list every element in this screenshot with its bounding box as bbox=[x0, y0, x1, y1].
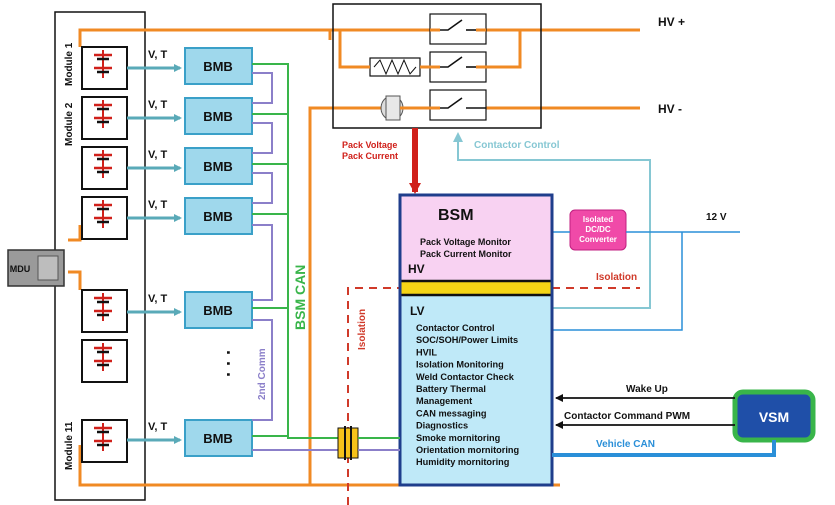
contactor-control-line bbox=[453, 132, 651, 309]
battery-cell-box bbox=[81, 146, 128, 190]
pack-current-label: Pack Current bbox=[342, 151, 398, 161]
pack-voltage-label: Pack Voltage bbox=[342, 140, 397, 150]
can-isolator bbox=[337, 426, 359, 460]
battery-cell-box bbox=[81, 196, 128, 240]
vt-label: V, T bbox=[148, 99, 167, 111]
battery-cell-box bbox=[81, 419, 128, 463]
bsm-lv-function-item: Contactor Control bbox=[416, 323, 495, 333]
bsm-block bbox=[398, 193, 554, 487]
vt-label: V, T bbox=[148, 49, 167, 61]
battery-cell-box bbox=[81, 46, 128, 90]
bmb-box bbox=[184, 291, 253, 329]
bsm-lv-function-item: Management bbox=[416, 396, 472, 406]
bsm-lv-function-item: SOC/SOH/Power Limits bbox=[416, 335, 518, 345]
bsm-lv-function-item: Humidity mornitoring bbox=[416, 457, 509, 467]
bmb-box bbox=[184, 197, 253, 235]
bmb-label: BMB bbox=[203, 109, 233, 124]
bsm-lv-function-item: Diagnostics bbox=[416, 421, 468, 431]
bsm-lv-function-item: CAN messaging bbox=[416, 408, 486, 418]
bmb-box bbox=[184, 147, 253, 185]
bsm-lv-function-item: Smoke mornitoring bbox=[416, 433, 500, 443]
converter-wiring bbox=[552, 231, 740, 331]
vt-label: V, T bbox=[148, 293, 167, 305]
contactor-pwm-label: Contactor Command PWM bbox=[564, 411, 690, 422]
bmb-label: BMB bbox=[203, 209, 233, 224]
converter-line-2: DC/DC bbox=[585, 225, 611, 234]
bsm-hv-line-2: Pack Current Monitor bbox=[420, 249, 512, 259]
bmb-box bbox=[184, 97, 253, 135]
module-label-2: Module 2 bbox=[64, 102, 75, 146]
bsm-hv-line-1: Pack Voltage Monitor bbox=[420, 237, 511, 247]
wake-up-label: Wake Up bbox=[626, 384, 668, 395]
second-comm-label: 2nd Comm bbox=[257, 348, 268, 400]
vsm-signal-lines bbox=[552, 394, 776, 457]
battery-cell-box bbox=[81, 96, 128, 140]
bmb-label: BMB bbox=[203, 431, 233, 446]
bsm-lv-function-item: HVIL bbox=[416, 347, 437, 357]
converter-line-1: Isolated bbox=[583, 215, 613, 224]
bsm-hv-label: HV bbox=[408, 262, 425, 276]
bmb-group: V, T BMB V, T BMB V, T BMB V, T BMB V, T BMB V, T B… bbox=[127, 47, 253, 457]
contactor-control-label: Contactor Control bbox=[474, 140, 560, 151]
bsm-lv-function-item: Isolation Monitoring bbox=[416, 360, 504, 370]
contactor-switches bbox=[440, 19, 486, 109]
module-labels: Module 1 Module 2 Module 11 bbox=[64, 42, 75, 470]
supply-12v-label: 12 V bbox=[706, 212, 727, 223]
isolation-label-horizontal: Isolation bbox=[596, 272, 637, 283]
vt-label: V, T bbox=[148, 149, 167, 161]
module-label-11: Module 11 bbox=[64, 421, 75, 470]
second-comm-bus bbox=[252, 72, 400, 451]
bsm-lv-function-item: Battery Thermal bbox=[416, 384, 486, 394]
module-label-1: Module 1 bbox=[64, 42, 75, 86]
vt-label: V, T bbox=[148, 199, 167, 211]
hv-plus-label: HV + bbox=[658, 15, 685, 29]
vt-label: V, T bbox=[148, 421, 167, 433]
bsm-can-bus bbox=[252, 63, 400, 439]
battery-cell-box bbox=[81, 339, 128, 383]
module-ellipsis-dots: · · · bbox=[218, 350, 238, 378]
bmb-box bbox=[184, 47, 253, 85]
bsm-title: BSM bbox=[438, 207, 474, 224]
hv-minus-label: HV - bbox=[658, 102, 682, 116]
bmb-label: BMB bbox=[203, 159, 233, 174]
bsm-lv-function-item: Orientation mornitoring bbox=[416, 445, 519, 455]
vehicle-can-label: Vehicle CAN bbox=[596, 439, 655, 450]
mdu-label: MDU bbox=[10, 264, 31, 274]
bsm-lv-function-item: Weld Contactor Check bbox=[416, 372, 515, 382]
battery-cell-box bbox=[81, 289, 128, 333]
mdu-block: MDU bbox=[7, 249, 65, 287]
vsm-label: VSM bbox=[759, 409, 789, 425]
bsm-can-label: BSM CAN bbox=[292, 265, 308, 330]
battery-cells bbox=[81, 46, 128, 463]
bmb-label: BMB bbox=[203, 303, 233, 318]
contactor-wiring bbox=[338, 28, 522, 110]
bmb-box bbox=[184, 419, 253, 457]
bmb-label: BMB bbox=[203, 59, 233, 74]
dcdc-converter-box bbox=[569, 209, 627, 251]
isolation-label-vertical: Isolation bbox=[357, 309, 368, 350]
bsm-lv-label: LV bbox=[410, 304, 424, 318]
converter-line-3: Converter bbox=[579, 235, 617, 244]
